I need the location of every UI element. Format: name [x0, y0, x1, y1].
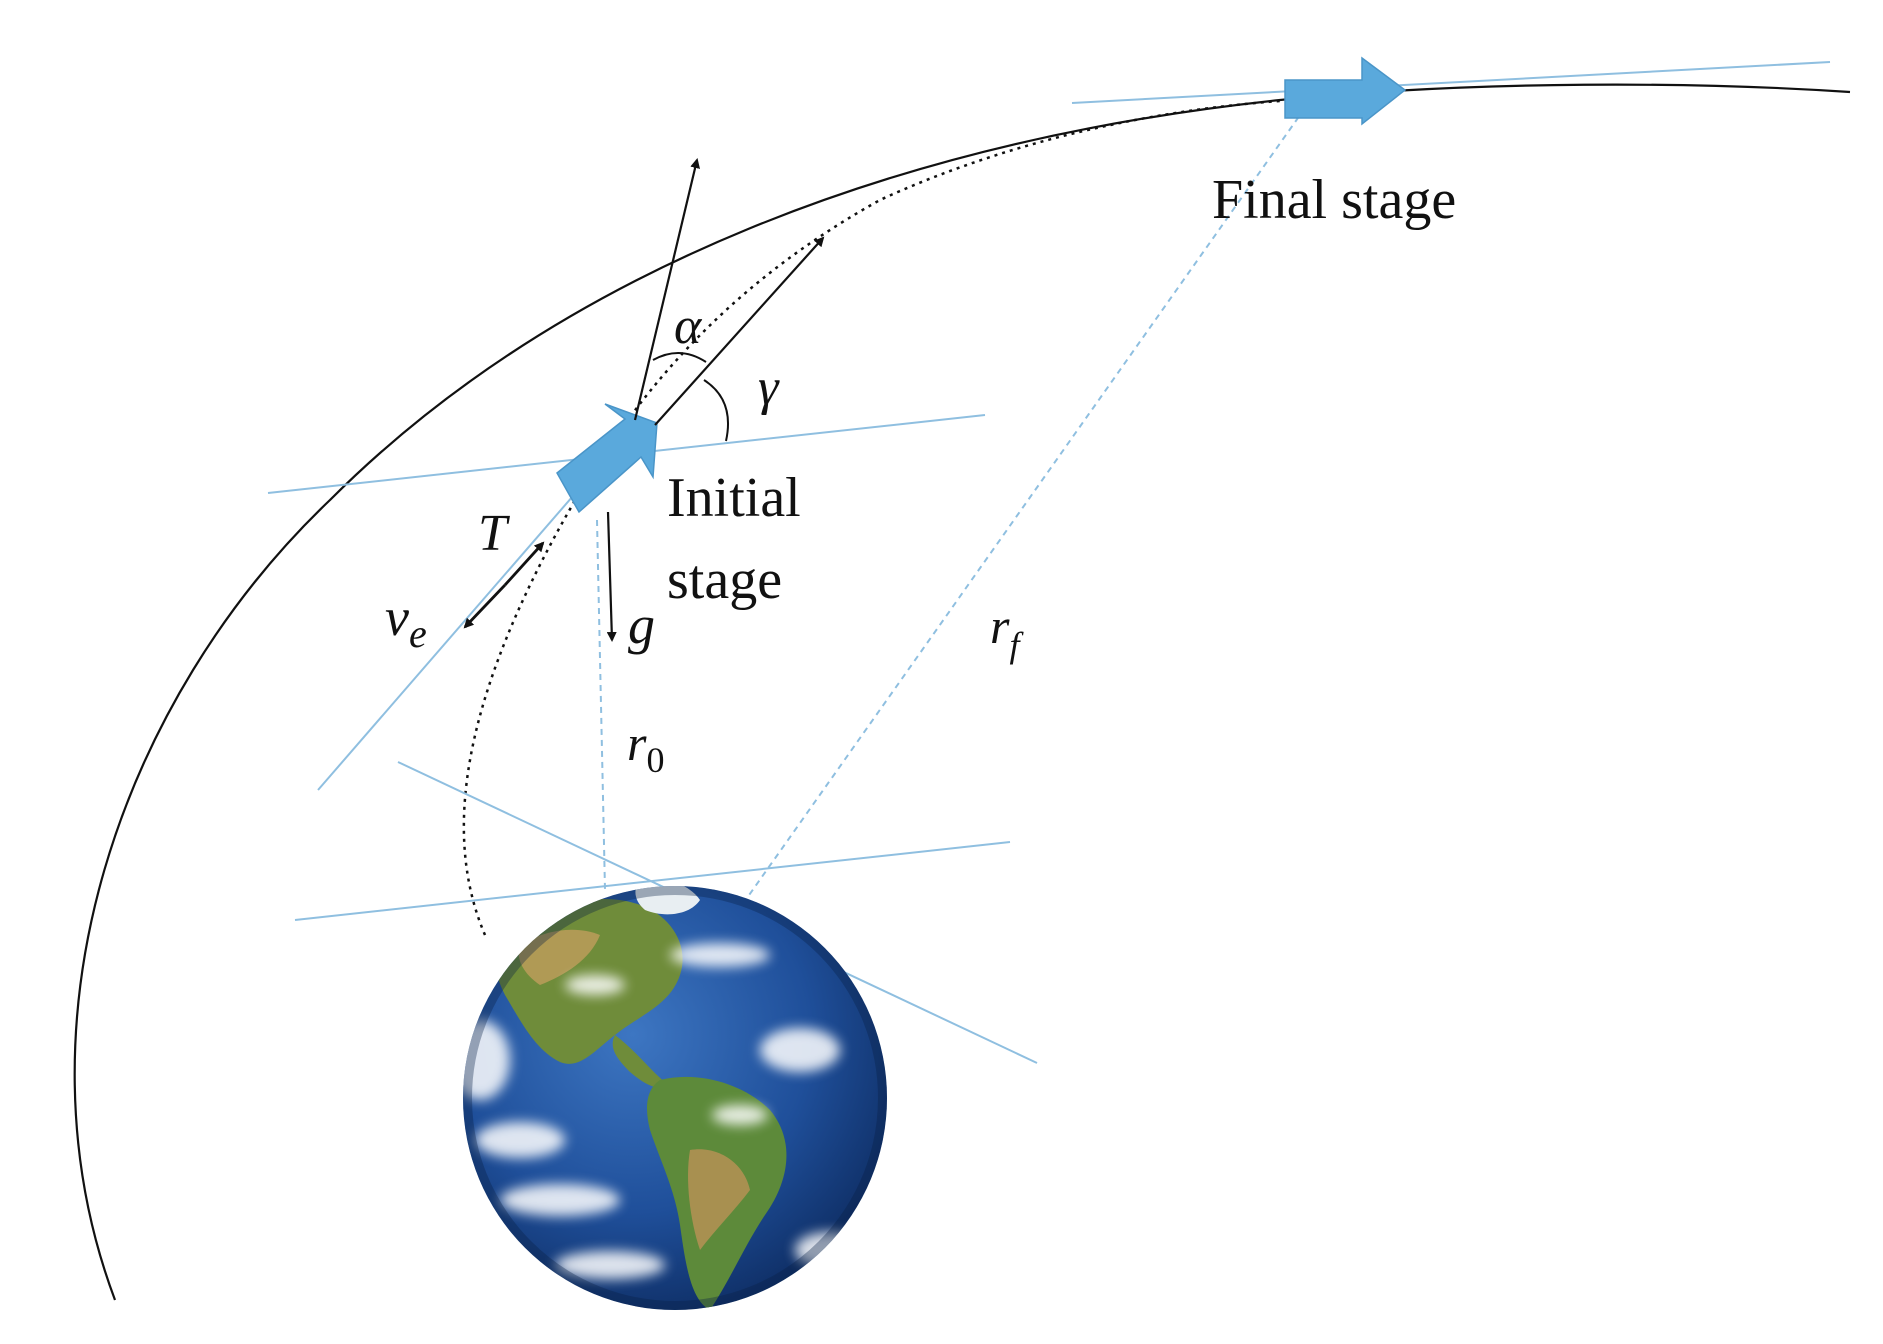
final-horizontal-line	[1071, 61, 1831, 104]
arrow-vehicle-icon	[1284, 56, 1407, 126]
alpha-angle-arc	[652, 352, 707, 363]
initial-stage-label-line2: stage	[667, 549, 782, 611]
initial-radius-label: r0	[627, 715, 664, 780]
exhaust-velocity-label: ve	[385, 587, 427, 656]
thrust-label: T	[478, 505, 510, 562]
gravity-label: g	[628, 595, 655, 655]
gamma-angle-arc	[703, 379, 730, 442]
final-stage-label: Final stage	[1212, 169, 1456, 231]
thrust-vector	[503, 541, 545, 586]
gamma-label: γ	[758, 359, 780, 416]
final-stage-vehicle	[1284, 56, 1407, 126]
ascent-trajectory	[462, 98, 1296, 936]
initial-stage-label-line1: Initial	[667, 467, 801, 529]
velocity-vector	[654, 236, 825, 426]
outer-orbit-curve	[73, 83, 1851, 1301]
body-axis-vector	[633, 158, 701, 421]
gravity-vector	[606, 511, 617, 642]
initial-radius-line	[596, 519, 606, 891]
final-radius-label: rf	[990, 598, 1024, 665]
exhaust-velocity-vector	[463, 584, 507, 629]
initial-stage-vehicle	[556, 403, 658, 514]
alpha-label: α	[674, 298, 703, 355]
earth-icon	[463, 886, 887, 1310]
arrow-vehicle-icon	[556, 403, 658, 514]
